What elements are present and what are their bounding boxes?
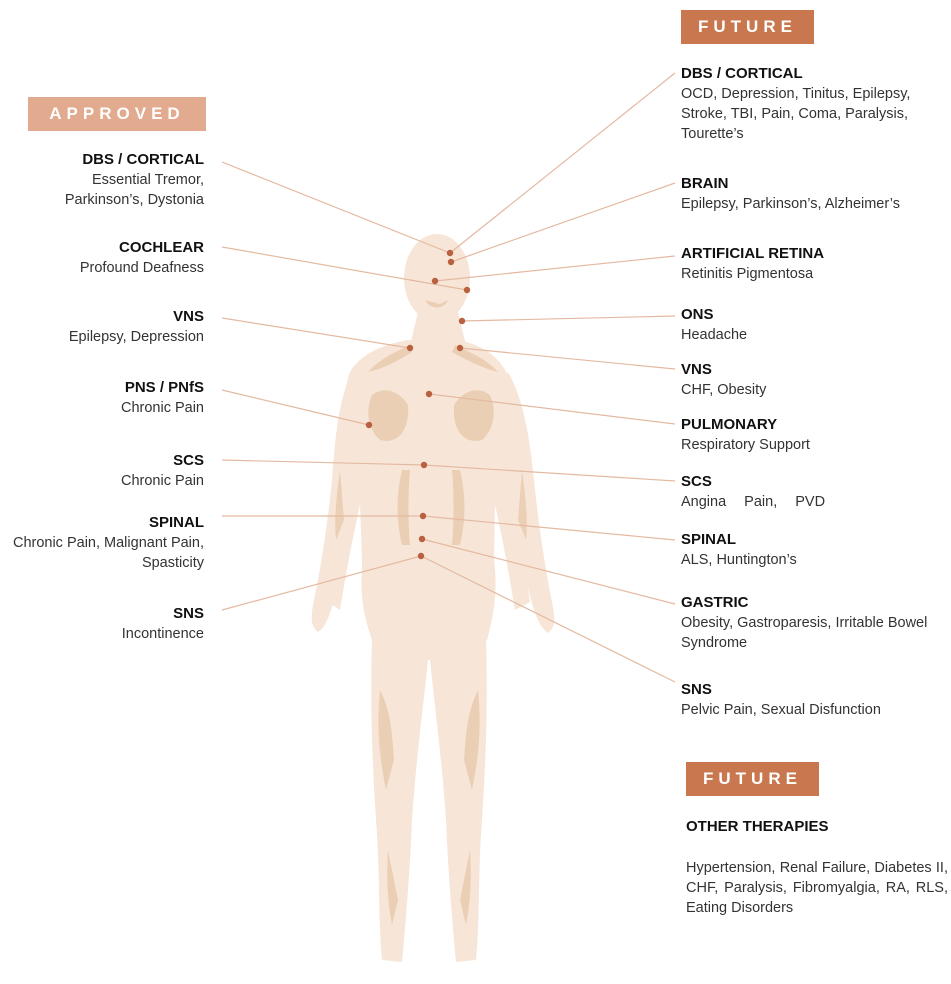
approved-item-pns: PNS / PNfS Chronic Pain	[0, 378, 204, 418]
future-item-title: SCS	[681, 472, 945, 492]
future-item-spinal: SPINAL ALS, Huntington’s	[681, 530, 945, 570]
point-vns-left	[407, 345, 413, 351]
approved-item-desc: Chronic Pain, Malignant Pain, Spasticity	[4, 533, 204, 573]
approved-badge: APPROVED	[28, 97, 206, 131]
point-pns	[366, 422, 372, 428]
future-badge-top: FUTURE	[681, 10, 814, 44]
future-item-brain: BRAIN Epilepsy, Parkinson’s, Alzheimer’s	[681, 174, 949, 214]
future-item-desc: Pelvic Pain, Sexual Disfunction	[681, 700, 945, 720]
future-item-title: DBS / CORTICAL	[681, 64, 945, 84]
approved-item-desc: Chronic Pain	[0, 471, 204, 491]
approved-item-title: SNS	[0, 604, 204, 624]
point-spinal	[420, 513, 426, 519]
point-ons	[459, 318, 465, 324]
approved-item-title: SCS	[0, 451, 204, 471]
approved-item-title: DBS / CORTICAL	[0, 150, 204, 170]
future-item-desc: Headache	[681, 325, 945, 345]
future-item-title: GASTRIC	[681, 593, 945, 613]
point-brain-cortical	[447, 250, 453, 256]
future-item-title: ONS	[681, 305, 945, 325]
other-therapies-title: OTHER THERAPIES	[686, 818, 829, 835]
future-item-artificial-retina: ARTIFICIAL RETINA Retinitis Pigmentosa	[681, 244, 945, 284]
approved-item-scs: SCS Chronic Pain	[0, 451, 204, 491]
future-item-desc: Respiratory Support	[681, 435, 945, 455]
approved-item-desc: Incontinence	[0, 624, 204, 644]
future-item-dbs-cortical: DBS / CORTICAL OCD, Depression, Tinitus,…	[681, 64, 945, 144]
point-brain	[448, 259, 454, 265]
approved-item-title: PNS / PNfS	[0, 378, 204, 398]
approved-item-spinal: SPINAL Chronic Pain, Malignant Pain, Spa…	[0, 513, 204, 573]
future-item-title: BRAIN	[681, 174, 949, 194]
future-item-title: SNS	[681, 680, 945, 700]
approved-item-desc: Profound Deafness	[0, 258, 204, 278]
future-item-desc: CHF, Obesity	[681, 380, 945, 400]
future-item-desc: Obesity, Gastroparesis, Irritable Bowel …	[681, 613, 945, 653]
point-retina	[432, 278, 438, 284]
future-item-gastric: GASTRIC Obesity, Gastroparesis, Irritabl…	[681, 593, 945, 653]
point-gastric	[419, 536, 425, 542]
future-item-title: VNS	[681, 360, 945, 380]
approved-item-vns: VNS Epilepsy, Depression	[0, 307, 204, 347]
point-vns-right	[457, 345, 463, 351]
point-sns	[418, 553, 424, 559]
approved-item-title: COCHLEAR	[0, 238, 204, 258]
body-silhouette	[312, 234, 555, 962]
future-item-scs: SCS Angina Pain, PVD	[681, 472, 945, 512]
future-item-title: ARTIFICIAL RETINA	[681, 244, 945, 264]
approved-item-desc: Epilepsy, Depression	[0, 327, 204, 347]
point-cochlear	[464, 287, 470, 293]
approved-item-title: SPINAL	[0, 513, 204, 533]
approved-item-sns: SNS Incontinence	[0, 604, 204, 644]
approved-item-dbs-cortical: DBS / CORTICAL Essential Tremor, Parkins…	[0, 150, 204, 210]
future-item-vns: VNS CHF, Obesity	[681, 360, 945, 400]
future-item-desc: ALS, Huntington’s	[681, 550, 945, 570]
point-pulmonary	[426, 391, 432, 397]
approved-item-desc: Essential Tremor, Parkinson’s, Dystonia	[36, 170, 204, 210]
future-item-title: SPINAL	[681, 530, 945, 550]
point-scs	[421, 462, 427, 468]
future-item-sns: SNS Pelvic Pain, Sexual Disfunction	[681, 680, 945, 720]
future-item-desc: OCD, Depression, Tinitus, Epilepsy, Stro…	[681, 84, 945, 144]
future-item-desc: Retinitis Pigmentosa	[681, 264, 945, 284]
future-item-title: PULMONARY	[681, 415, 945, 435]
approved-item-cochlear: COCHLEAR Profound Deafness	[0, 238, 204, 278]
future-item-desc: Epilepsy, Parkinson’s, Alzheimer’s	[681, 194, 949, 214]
approved-item-desc: Chronic Pain	[0, 398, 204, 418]
future-badge-bottom: FUTURE	[686, 762, 819, 796]
future-item-ons: ONS Headache	[681, 305, 945, 345]
approved-item-title: VNS	[0, 307, 204, 327]
future-item-pulmonary: PULMONARY Respiratory Support	[681, 415, 945, 455]
future-item-desc: Angina Pain, PVD	[681, 492, 945, 512]
other-therapies-desc: Hypertension, Renal Failure, Diabetes II…	[686, 858, 948, 918]
